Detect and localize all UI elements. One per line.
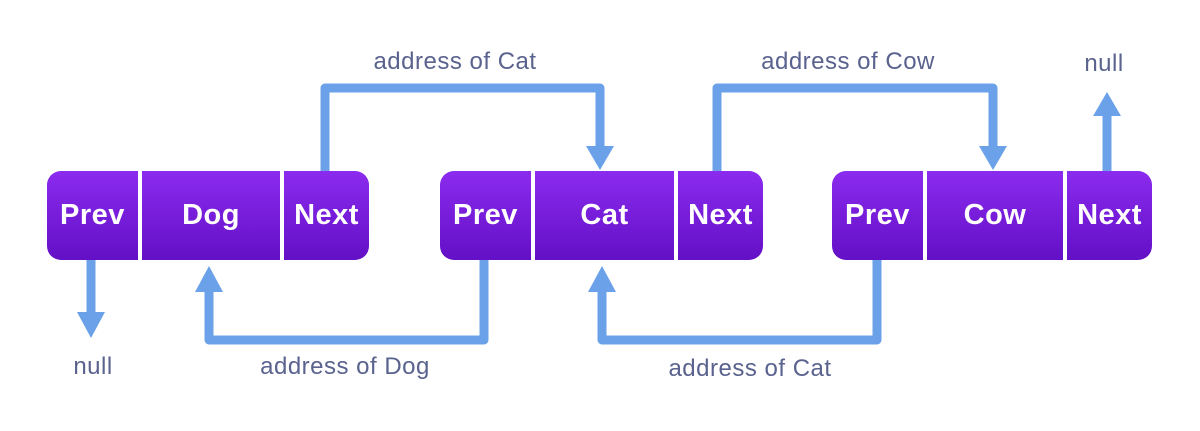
arrow-dog-prev-to-null	[77, 256, 105, 338]
node-dog: Prev Dog Next	[47, 171, 369, 260]
label-null-top: null	[1084, 50, 1124, 77]
cell-cat-data: Cat	[531, 171, 674, 260]
node-cat: Prev Cat Next	[440, 171, 763, 260]
cell-dog-data: Dog	[138, 171, 280, 260]
arrow-cat-prev-to-dog	[195, 256, 489, 345]
label-address-of-cow: address of Cow	[761, 48, 935, 75]
arrow-cow-next-to-null	[1093, 92, 1121, 175]
label-address-of-dog: address of Dog	[260, 353, 430, 380]
cell-dog-prev: Prev	[60, 199, 125, 231]
label-address-of-cat-bottom: address of Cat	[668, 355, 832, 382]
cell-cat-next: Next	[674, 171, 763, 260]
cell-cat-prev: Prev	[453, 199, 518, 231]
cell-cow-next: Next	[1063, 171, 1152, 260]
cell-cow-data: Cow	[923, 171, 1063, 260]
arrow-cat-next-to-cow	[712, 83, 1007, 175]
arrow-dog-next-to-cat	[320, 83, 614, 175]
label-address-of-cat-top: address of Cat	[373, 48, 537, 75]
label-null-bottom: null	[73, 353, 113, 380]
node-cow: Prev Cow Next	[832, 171, 1152, 260]
cell-dog-next: Next	[280, 171, 369, 260]
arrow-cow-prev-to-cat	[588, 256, 882, 345]
cell-cow-prev: Prev	[845, 199, 910, 231]
